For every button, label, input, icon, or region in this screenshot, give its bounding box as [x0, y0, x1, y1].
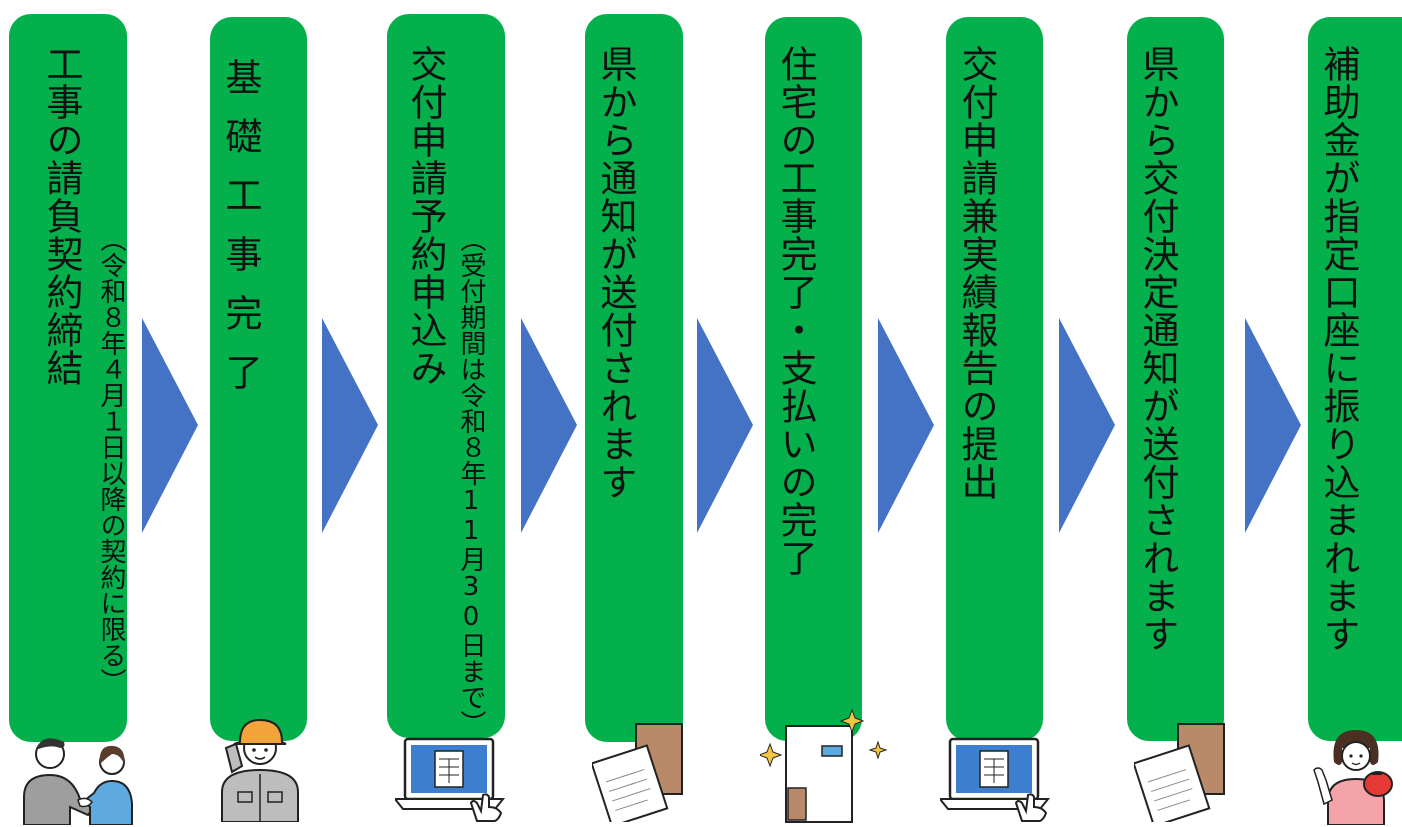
laptop-form-click-icon	[395, 737, 506, 822]
step-6-box	[946, 17, 1043, 741]
step-4-box	[585, 14, 683, 742]
arrow-6-icon	[1059, 318, 1115, 533]
step-1-title: 工事の請負契約締結	[40, 45, 83, 387]
arrow-1-icon	[142, 318, 198, 533]
arrow-4-icon	[697, 318, 753, 533]
envelope-document-icon	[1134, 723, 1225, 822]
step-1-note: （令和８年４月１日以降の契約に限る）	[96, 226, 126, 694]
arrow-5-icon	[878, 318, 934, 533]
handshake-people-icon	[23, 738, 133, 825]
step-5-title: 住宅の工事完了・支払いの完了	[774, 45, 817, 577]
envelope-document-icon	[592, 723, 683, 822]
step-2-title: 基礎工事完了	[219, 58, 262, 412]
step-7-box	[1127, 17, 1224, 741]
construction-worker-icon	[221, 718, 299, 822]
arrow-7-icon	[1245, 318, 1301, 533]
step-3-box	[387, 14, 505, 738]
new-house-sparkles-icon	[760, 708, 888, 823]
step-1-box	[9, 14, 127, 742]
laptop-form-click-icon	[940, 737, 1051, 822]
step-2-box	[210, 17, 307, 741]
step-7-title: 県から交付決定通知が送付されます	[1136, 45, 1179, 653]
step-3-note: （受付期間は令和８年11月30日まで）	[456, 226, 486, 736]
step-4-title: 県から通知が送付されます	[594, 45, 637, 501]
step-3-title: 交付申請予約申込み	[404, 45, 447, 387]
step-6-title: 交付申請兼実績報告の提出	[955, 45, 998, 501]
step-5-box	[765, 17, 862, 741]
step-8-box	[1308, 17, 1402, 741]
step-8-title: 補助金が指定口座に振り込まれます	[1317, 45, 1360, 653]
woman-with-piggy-bank-icon	[1313, 730, 1393, 825]
arrow-3-icon	[521, 318, 577, 533]
arrow-2-icon	[322, 318, 378, 533]
